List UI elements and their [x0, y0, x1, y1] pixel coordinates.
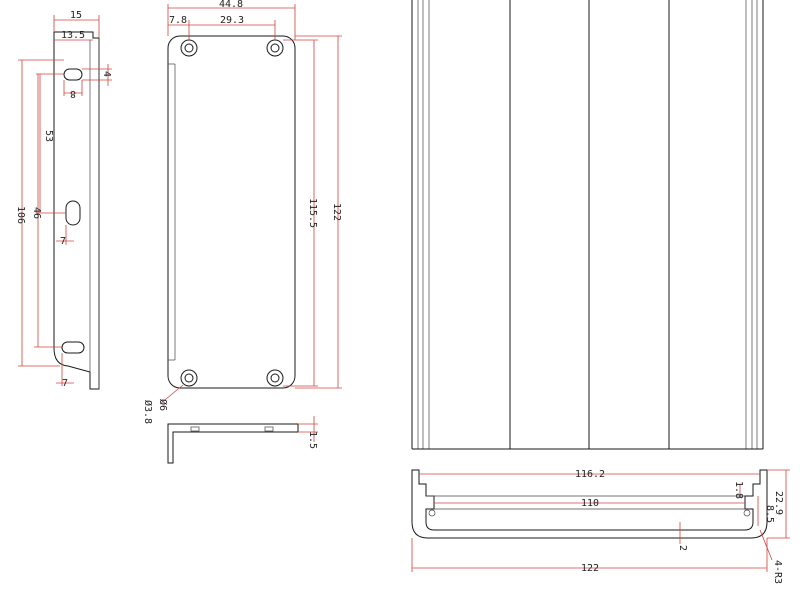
- dim-label-hole-spacing: 29.3: [220, 15, 244, 26]
- panel-hole-top-right: [266, 39, 284, 57]
- dim-label-hole-spacing-lower: 46: [31, 207, 42, 219]
- side-slot-top: [63, 68, 83, 81]
- dim-label-slot-offset: 4: [101, 71, 112, 77]
- dim-label-total-height: 106: [15, 206, 26, 224]
- front-panel-view: 44.8 7.8 29.3 115.5 122 Ø6 Ø3.8 1.5: [142, 0, 342, 464]
- cross-section-outline: [411, 469, 768, 539]
- dim-label-slot-length-mid: 7: [60, 236, 66, 247]
- dim-label-edge-offset: 7.8: [169, 15, 187, 26]
- dim-label-section-height: 22.9: [773, 491, 784, 515]
- dim-label-slot-length-bottom: 7: [62, 378, 68, 389]
- extrusion-cross-section: 116.2 110 122 22.9 1.8 8.5 2 4-R3: [411, 469, 790, 584]
- dim-label-section-inner-width: 110: [581, 498, 599, 509]
- dim-label-section-top-width: 116.2: [575, 469, 605, 480]
- dim-label-slot-width: 8: [70, 88, 76, 99]
- dim-label-hole-vertical: 115.5: [307, 198, 318, 228]
- dim-label-panel-thickness: 1.5: [307, 431, 318, 449]
- dim-label-corner-radius: 4-R3: [772, 560, 783, 584]
- side-slot-bottom: [61, 341, 85, 354]
- panel-hole-top-left: [180, 39, 198, 57]
- side-view: 15 13.5 4 8 106 53 46 7 7: [15, 10, 112, 390]
- dim-label-panel-width: 44.8: [219, 0, 243, 10]
- side-slot-middle: [65, 200, 81, 226]
- dim-label-rail-height: 1.8: [733, 481, 744, 499]
- dim-label-hole-outer: Ø6: [157, 399, 169, 411]
- extrusion-top-view: [411, 0, 764, 450]
- panel-bracket-profile: [167, 423, 299, 464]
- panel-hole-bottom-left: [180, 369, 198, 387]
- dim-label-top-inner: 13.5: [61, 30, 85, 41]
- dim-label-hole-spacing-upper: 53: [43, 130, 54, 142]
- dim-label-slot-height: 8.5: [764, 505, 775, 523]
- side-view-outline: [53, 31, 100, 390]
- dim-label-hole-inner: Ø3.8: [142, 400, 154, 424]
- front-panel-outline: [167, 35, 296, 389]
- dim-label-top-width: 15: [70, 10, 82, 21]
- hole-callout-leader: [159, 384, 184, 405]
- panel-hole-bottom-right: [266, 369, 284, 387]
- radius-leader: [759, 529, 773, 561]
- dim-label-section-bottom-width: 122: [581, 563, 599, 574]
- dim-label-wall: 2: [677, 545, 688, 551]
- dim-label-panel-height: 122: [331, 203, 342, 221]
